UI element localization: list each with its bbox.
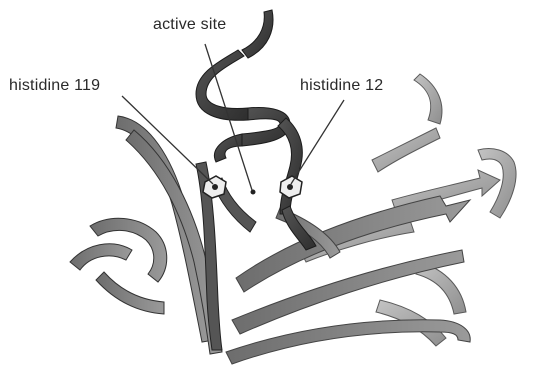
histidine-12-label: histidine 12: [300, 77, 383, 95]
histidine-119-label: histidine 119: [9, 77, 100, 95]
active-site-label: active site: [153, 16, 226, 34]
histidine-12-sidechain: [280, 176, 302, 198]
beta-sheet-left: [70, 116, 222, 354]
active-site-dot: [251, 190, 256, 195]
alpha-helix: [196, 10, 316, 250]
